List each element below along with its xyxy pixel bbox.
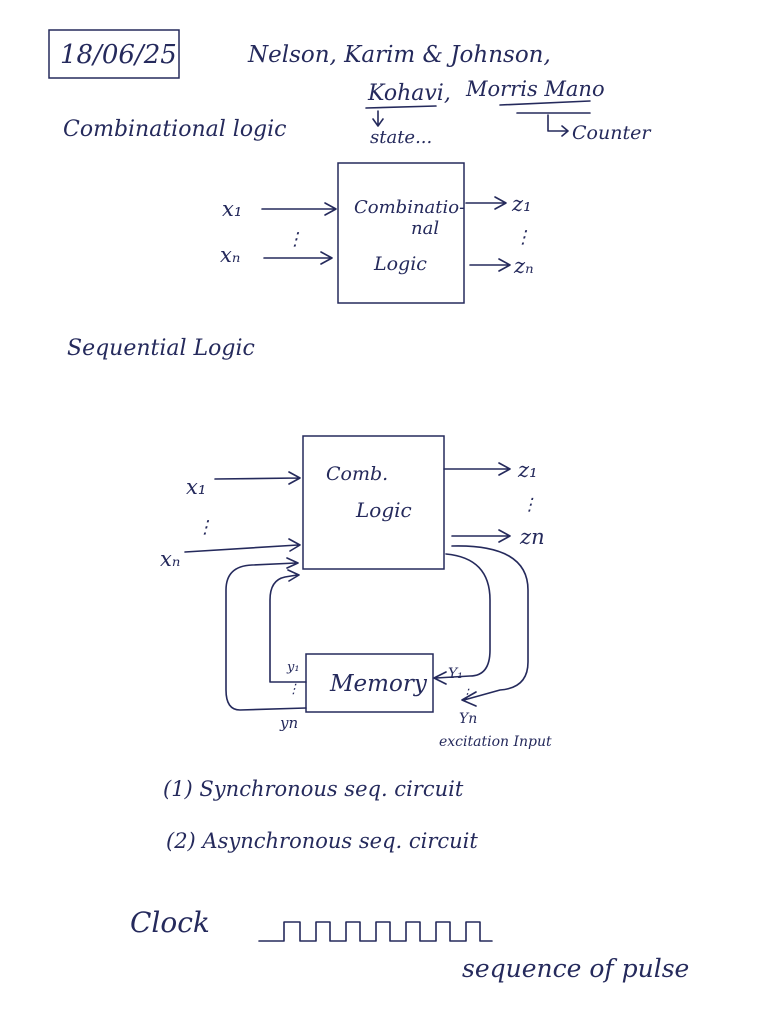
memory-label: Memory xyxy=(329,671,428,697)
date-box xyxy=(48,29,180,79)
state-y1: y₁ xyxy=(286,660,300,675)
comb-block-line-1: Combinatio- xyxy=(354,197,465,218)
combinational-heading: Combinational logic xyxy=(63,117,287,142)
sequential-heading: Sequential Logic xyxy=(67,336,255,361)
state-ellipsis: ⋮ xyxy=(287,682,300,697)
excitation-label: excitation Input xyxy=(439,734,552,750)
date-stamp: 18/06/25 xyxy=(48,29,180,79)
comb-block-line-3: Logic xyxy=(373,253,427,275)
comb-output-ellipsis: ⋮ xyxy=(514,227,532,248)
excitation-feedback-outer xyxy=(451,545,529,707)
comb-input-xn: xₙ xyxy=(220,243,240,267)
authors-line-1: Nelson, Karim & Johnson, xyxy=(247,42,551,68)
seq-input-x1: x₁ xyxy=(186,475,206,499)
seq-output-zn: zn xyxy=(519,525,545,549)
clock-pulse-train xyxy=(258,921,493,942)
combinational-diagram: Combinatio- nal Logic x₁ xₙ ⋮ z₁ ⋮ zₙ xyxy=(220,162,534,304)
sequential-diagram: Comb. Logic x₁ ⋮ xₙ z₁ ⋮ zn Memory Y₁ ⋮ … xyxy=(160,435,552,750)
mano-bent-arrow xyxy=(547,114,569,137)
sequential-comb-logic-block xyxy=(302,435,445,570)
memory-block xyxy=(305,653,434,713)
clock-caption: sequence of pulse xyxy=(462,954,689,983)
comb-input-x1-arrow xyxy=(261,202,337,216)
type-asynchronous: (2) Asynchronous seq. circuit xyxy=(166,829,478,853)
excitation-y1: Y₁ xyxy=(448,666,463,682)
state-yn: yn xyxy=(279,714,298,732)
seq-output-z1-arrow xyxy=(443,462,511,476)
seq-input-x1-arrow xyxy=(214,471,301,485)
seq-input-xn: xₙ xyxy=(160,547,180,571)
kohavi-underline xyxy=(365,105,437,109)
comb-output-z1: z₁ xyxy=(511,192,531,216)
comb-output-zn-arrow xyxy=(469,258,511,272)
mano-underline xyxy=(499,100,591,106)
state-feedback-outer xyxy=(225,557,307,711)
comb-block-line-2: nal xyxy=(411,218,439,239)
comb-input-x1: x₁ xyxy=(222,197,242,221)
kohavi-note: state... xyxy=(370,127,432,148)
kohavi-down-arrow xyxy=(372,110,384,127)
excitation-ellipsis: ⋮ xyxy=(460,687,473,702)
state-feedback-inner xyxy=(269,569,307,683)
seq-output-ellipsis: ⋮ xyxy=(521,495,538,515)
clock-label: Clock xyxy=(130,906,210,939)
seq-output-zn-arrow xyxy=(451,529,511,543)
excitation-feedback-inner xyxy=(433,553,491,685)
excitation-yn: Yn xyxy=(459,711,477,727)
mano-note: Counter xyxy=(572,122,652,144)
comb-input-ellipsis: ⋮ xyxy=(286,229,304,250)
seq-input-ellipsis: ⋮ xyxy=(196,517,214,538)
comb-output-z1-arrow xyxy=(465,196,507,210)
combinational-logic-block xyxy=(337,162,465,304)
date-text: 18/06/25 xyxy=(60,40,177,70)
author-morris-mano: Morris Mano xyxy=(465,77,605,101)
seq-input-xn-arrow xyxy=(184,538,301,553)
comb-output-zn: zₙ xyxy=(513,254,534,278)
seq-block-line-1: Comb. xyxy=(326,463,388,485)
seq-block-line-2: Logic xyxy=(355,498,412,522)
author-kohavi: Kohavi, xyxy=(367,81,451,106)
comb-input-xn-arrow xyxy=(263,251,333,265)
type-synchronous: (1) Synchronous seq. circuit xyxy=(163,777,464,801)
seq-output-z1: z₁ xyxy=(517,458,537,482)
